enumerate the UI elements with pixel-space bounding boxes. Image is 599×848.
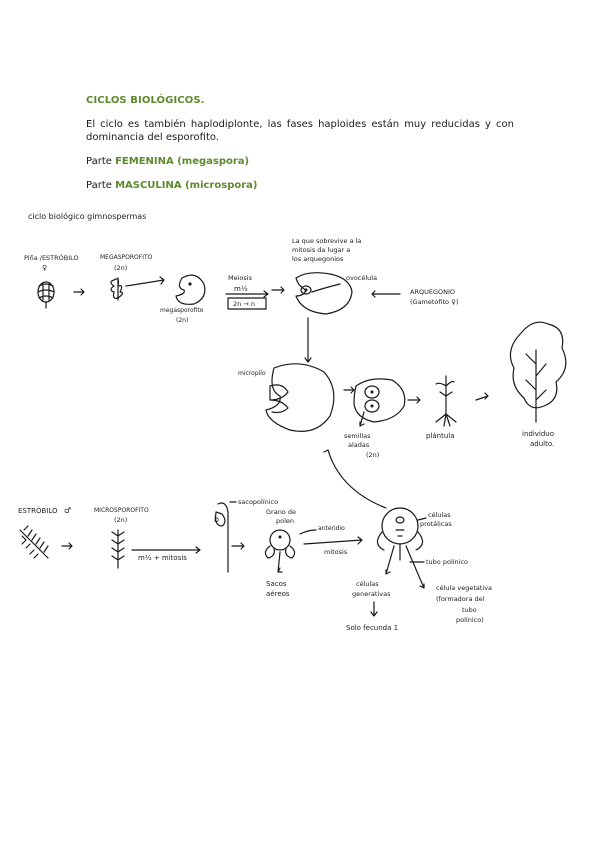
male-strobilus-drawing: [19, 525, 49, 559]
sacos-line-2: aéreos: [266, 590, 290, 598]
female-prefix: Parte: [86, 156, 116, 167]
female-symbol: ♀: [42, 264, 47, 272]
megasporofito-circle: [175, 274, 206, 305]
vegetativa-line-2: (formadora del: [436, 595, 485, 603]
ovule-drawing: [265, 363, 335, 432]
protalicas-pointer: [417, 517, 427, 521]
page-heading: CICLOS BIOLÓGICOS.: [86, 95, 205, 106]
arrow-solo: [370, 601, 378, 617]
ovocelula-label: ovocélula: [346, 274, 377, 282]
arrow-m3: [231, 542, 245, 550]
male-symbol: ♂: [64, 506, 71, 515]
protalicas-line-2: protálicas: [420, 520, 452, 528]
intro-paragraph: El ciclo es también haplodiplonte, las f…: [86, 119, 514, 143]
arrow-generativas: [385, 545, 395, 575]
arrow-5: [407, 396, 421, 404]
fertilization-arrow: [323, 449, 387, 509]
microsporofito-label: MICROSPOROFITO: [94, 507, 149, 514]
tubo-polinico-label: tubo polínico: [426, 558, 468, 566]
sobrevive-line-1: La que sobrevive a la: [292, 237, 361, 245]
individuo-line-2: adulto.: [530, 440, 554, 448]
arrow-m2: [131, 546, 201, 554]
sobrevive-line-3: los arquegonios: [292, 255, 344, 263]
male-prefix: Parte: [86, 180, 116, 191]
meiosis-label: Meiosis: [228, 274, 253, 282]
semillas-line-2: aladas: [348, 441, 370, 449]
b-letter: b: [214, 515, 219, 524]
arrow-m1: [61, 542, 73, 550]
sacos-line-1: Sacos: [266, 580, 287, 588]
megasporofito-drawing: [110, 277, 124, 301]
female-term: FEMENINA (megaspora): [115, 156, 250, 167]
m-half-mitosis-label: m½ + mitosis: [138, 554, 187, 562]
estrobilo-male-label: ESTRÓBILO: [18, 506, 58, 515]
n-box: [227, 297, 267, 310]
megasporofito-label: MEGASPOROFITO: [100, 254, 153, 261]
arquegonio-label: ARQUEGONIO: [410, 288, 455, 296]
germinated-pollen-drawing: [376, 507, 424, 561]
pollen-grain-drawing: [264, 529, 296, 573]
sacopolinico-label: sacopolínico: [238, 498, 278, 506]
seeds-drawing: [353, 378, 406, 427]
semillas-line-1: semillas: [344, 432, 371, 440]
meiosis-arrow: [225, 290, 269, 298]
m-half-label: m½: [234, 285, 248, 293]
diagram-title: ciclo biológico gimnospermas: [28, 211, 146, 221]
female-line: Parte FEMENINA (megaspora): [86, 156, 249, 167]
vegetativa-line-3: tubo: [462, 606, 477, 614]
grano-line-2: polen: [276, 517, 294, 525]
solo-fecunda-label: Solo fecunda 1: [346, 624, 398, 632]
tree-drawing: [509, 321, 567, 423]
semillas-2n: (2n): [366, 451, 379, 459]
pina-label: Piña /ESTRÓBILO: [24, 253, 79, 262]
male-term: MASCULINA (microspora): [115, 180, 258, 191]
protalicas-line-1: células: [428, 511, 451, 519]
male-line: Parte MASCULINA (microspora): [86, 180, 258, 191]
arrow-arquegonio: [371, 290, 401, 298]
anteridio-label: anteridio: [318, 525, 345, 532]
generativas-line-2: generativas: [352, 590, 391, 598]
gametofito-label: (Gametofito ♀): [410, 298, 458, 306]
vegetativa-line-4: polínico): [456, 616, 484, 624]
sobrevive-line-2: mitosis da lugar a: [292, 246, 350, 254]
pine-cone-drawing: [37, 281, 55, 309]
plantula-drawing: [435, 375, 457, 427]
gymnosperm-cycle-diagram: ciclo biológico gimnospermas Piña /ESTRÓ…: [18, 211, 567, 632]
arquegonio-drawing: [295, 272, 353, 315]
mitosis-label: mitosis: [324, 548, 348, 556]
arrow-vegetativa: [405, 545, 425, 589]
two-n-to-n: 2n → n: [233, 300, 255, 308]
micropilo-label: micropilo: [238, 370, 266, 377]
microsporofito-2n: (2n): [114, 516, 127, 524]
arrow-1: [73, 288, 85, 296]
arrow-m4: [303, 536, 363, 545]
anteridio-pointer: [299, 529, 317, 535]
plantula-label: plántula: [426, 432, 455, 440]
arrow-4: [343, 386, 355, 394]
megasporofito-lower: megasporofito: [160, 307, 204, 314]
individuo-line-1: individuo: [522, 430, 554, 438]
grano-line-1: Grano de: [266, 508, 296, 516]
generativas-line-1: células: [356, 580, 379, 588]
arrow-2: [125, 276, 165, 287]
arrow-down: [304, 317, 312, 363]
arrow-3: [271, 286, 285, 294]
arrow-6: [475, 392, 489, 401]
sacopolinico-drawing: [215, 502, 229, 573]
vegetativa-line-1: célula vegetativa: [436, 584, 492, 592]
megasporofito-lower-2n: (2n): [176, 317, 188, 324]
megasporofito-2n: (2n): [114, 264, 127, 272]
microsporofito-drawing: [111, 529, 125, 569]
